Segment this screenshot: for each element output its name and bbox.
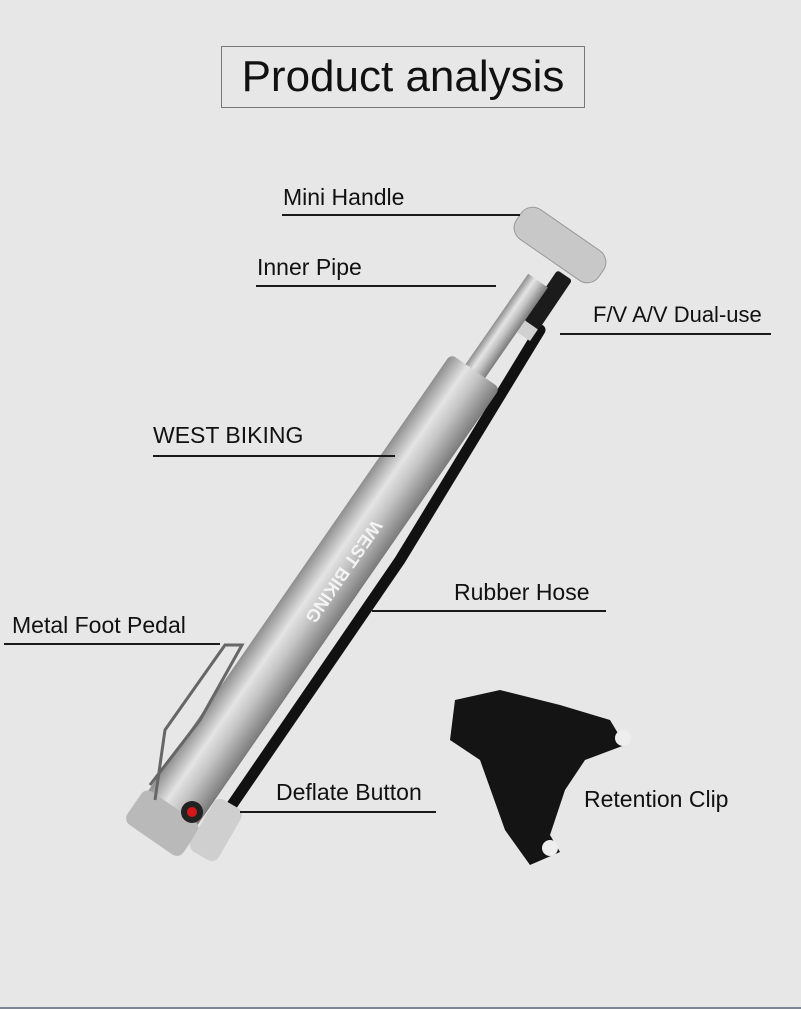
label-valve: F/V A/V Dual-use xyxy=(593,302,762,327)
label-inner-pipe: Inner Pipe xyxy=(257,254,362,280)
rubber-hose xyxy=(226,324,546,811)
valve-head xyxy=(516,271,572,341)
mini-handle xyxy=(513,206,607,284)
leader-line xyxy=(282,214,520,216)
leader-line xyxy=(153,455,395,457)
metal-foot-pedal xyxy=(148,643,245,801)
label-mini-handle: Mini Handle xyxy=(283,184,405,210)
label-foot-pedal: Metal Foot Pedal xyxy=(12,612,186,638)
page-title: Product analysis xyxy=(221,46,585,108)
leader-line xyxy=(4,643,220,645)
leader-line xyxy=(372,610,606,612)
leader-line xyxy=(560,333,771,335)
retention-clip xyxy=(450,690,631,865)
label-rubber-hose: Rubber Hose xyxy=(454,579,590,605)
label-deflate-button: Deflate Button xyxy=(276,779,422,805)
bottom-border xyxy=(0,1007,801,1009)
label-retention-clip: Retention Clip xyxy=(584,786,729,812)
leader-line xyxy=(240,811,436,813)
label-brand: WEST BIKING xyxy=(153,422,304,448)
leader-line xyxy=(256,285,496,287)
